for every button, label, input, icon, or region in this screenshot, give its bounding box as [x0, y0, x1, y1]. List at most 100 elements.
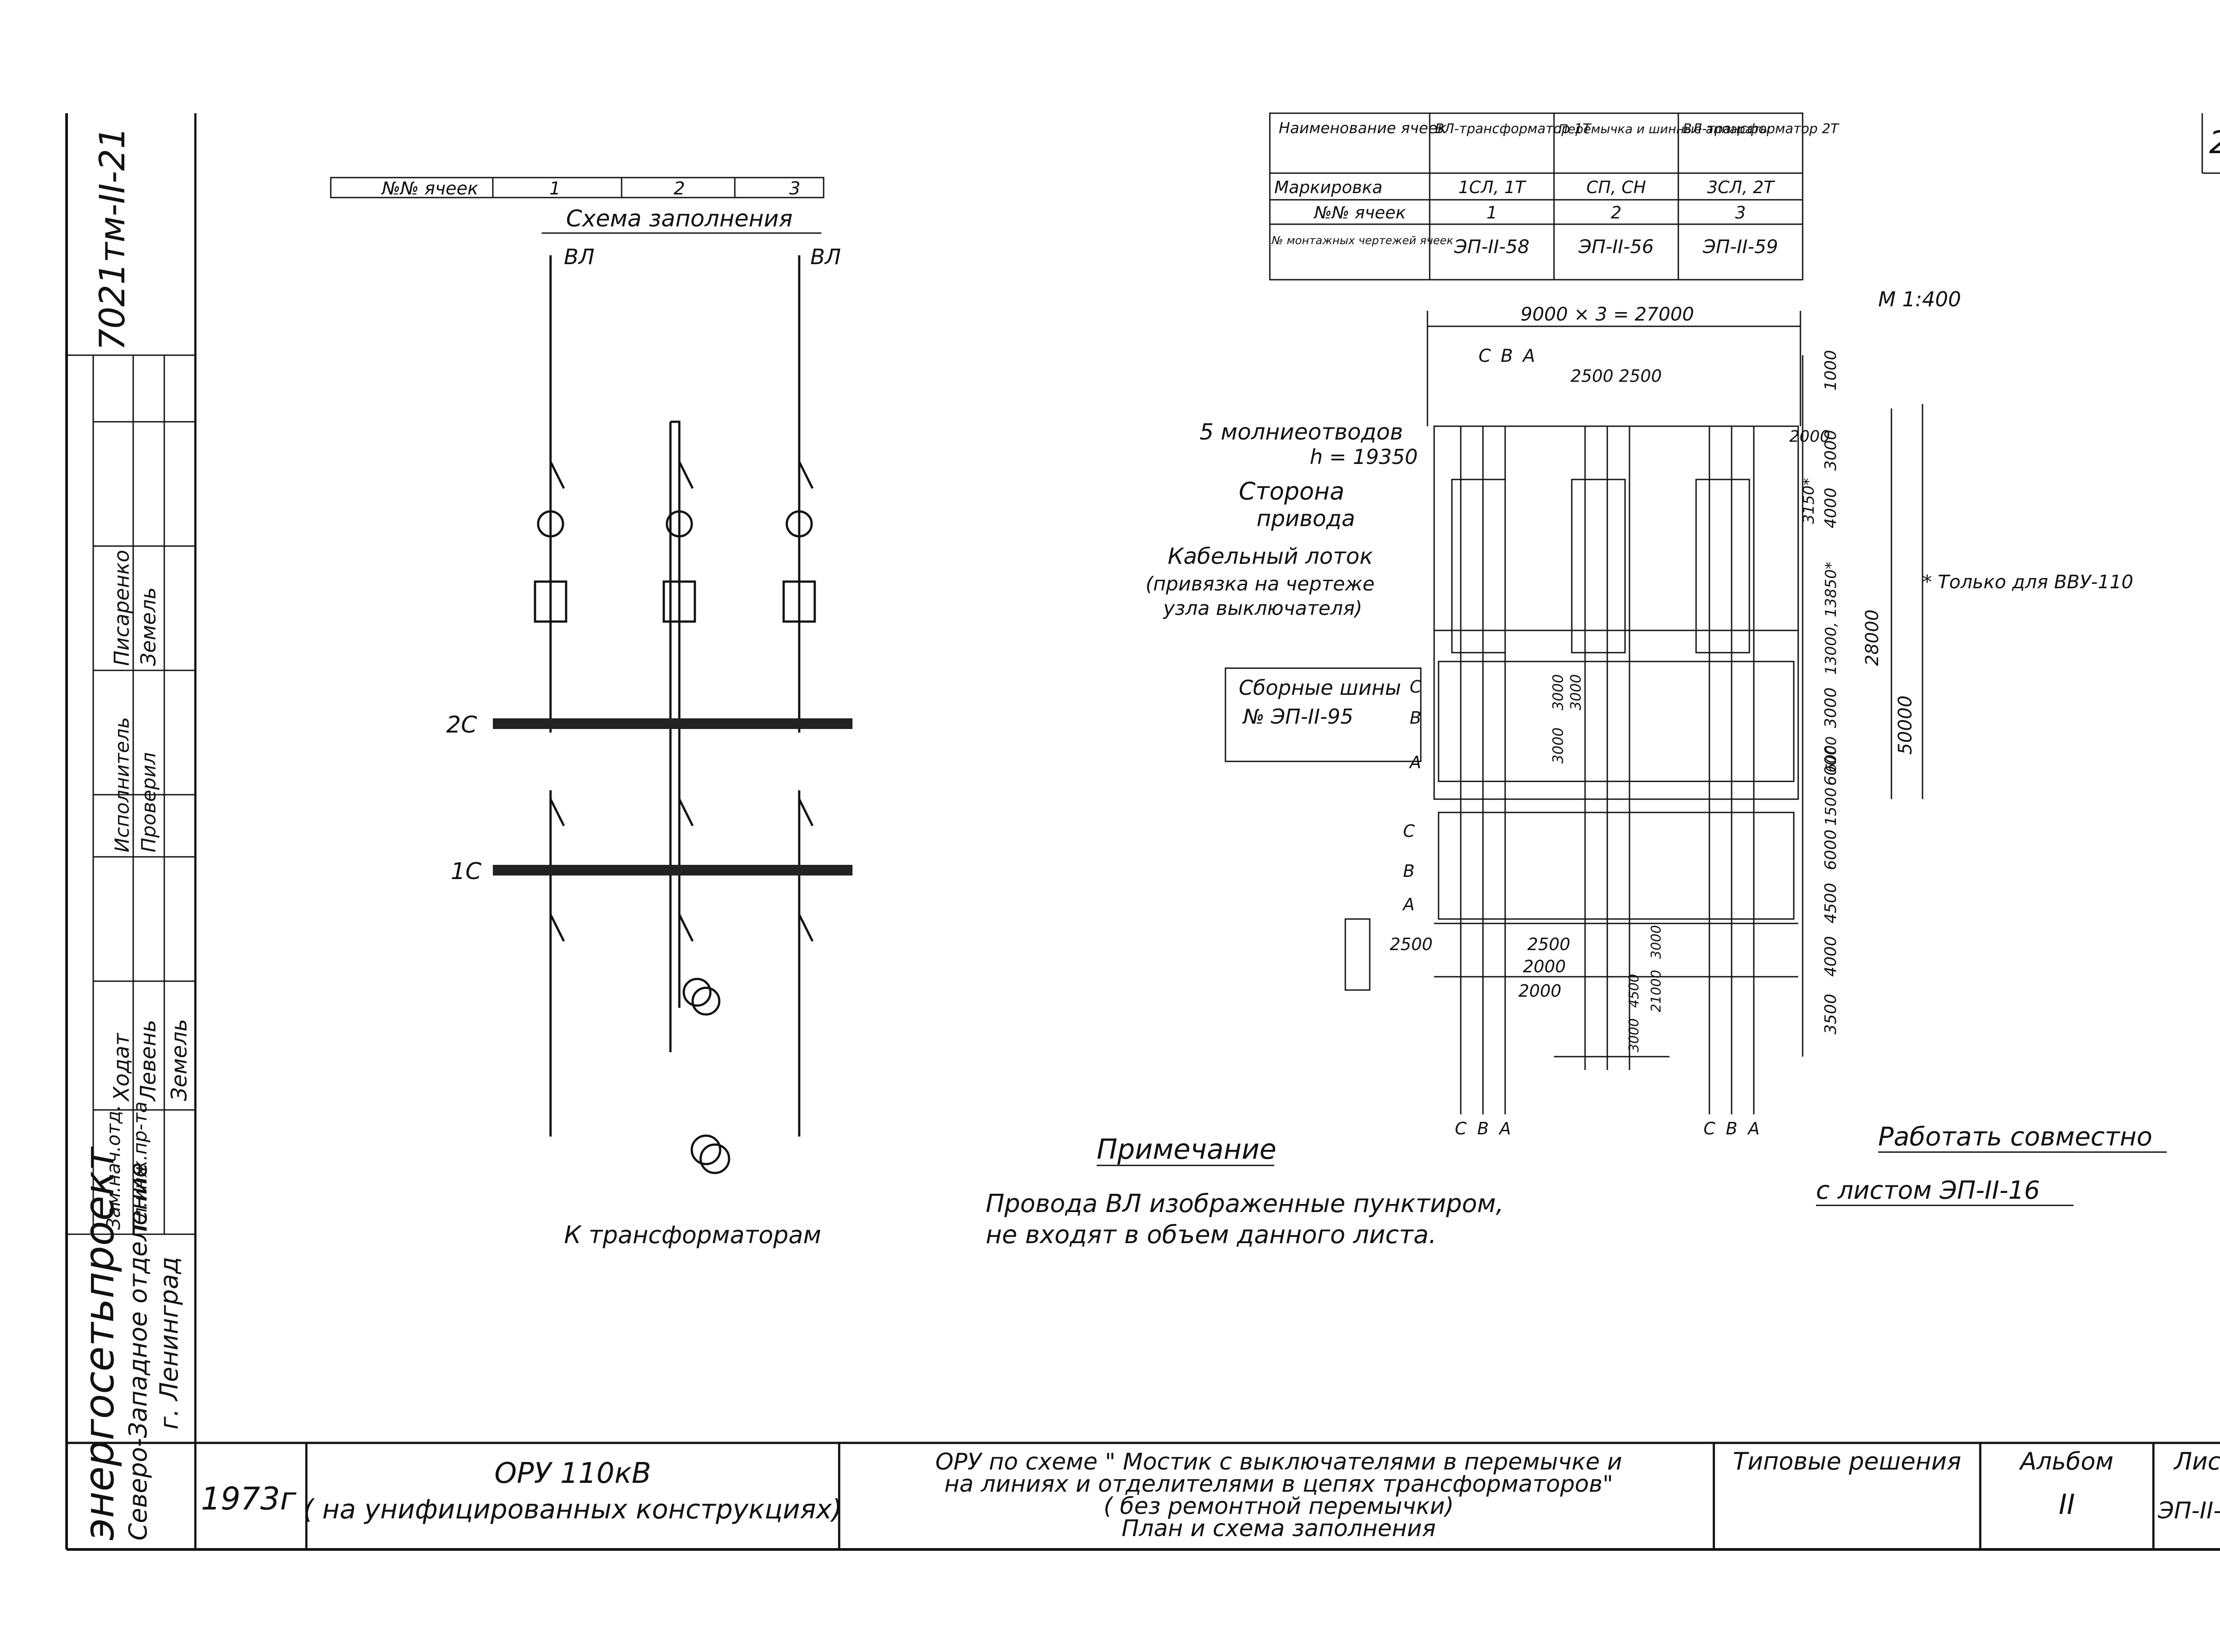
- role-label: Гл.инж.пр-та: [129, 1101, 151, 1230]
- dim-label: 1000: [1822, 350, 1840, 391]
- dim-label: 6000: [1822, 745, 1840, 786]
- role-sign: Земель: [136, 587, 160, 666]
- table-row-label: Маркировка: [1274, 178, 1383, 197]
- role-label: Зам.нач.отд.: [103, 1105, 124, 1230]
- table-row-label: №№ ячеек: [1313, 203, 1406, 222]
- line-label-left: ВЛ: [564, 245, 595, 269]
- phase-side: В: [1410, 708, 1421, 728]
- joint-line-1: Работать совместно: [1878, 1121, 2153, 1152]
- phase-bottom: С: [1704, 1119, 1716, 1138]
- note-title: Примечание: [1097, 1133, 1276, 1165]
- dim-label: 3000: [1626, 1018, 1642, 1052]
- dim-label: 2000: [1523, 957, 1566, 976]
- line-label-right: ВЛ: [810, 245, 841, 269]
- table-cell: 2: [1611, 203, 1621, 222]
- table-cell: СП, СН: [1586, 178, 1646, 197]
- dim-2500: 2500 2500: [1570, 366, 1662, 386]
- year: 1973г: [201, 1481, 297, 1517]
- dim-label: 2500: [1527, 935, 1570, 954]
- phase-bottom: А: [1498, 1119, 1511, 1138]
- role-name: Ходат: [109, 1032, 134, 1102]
- dim-label: 6000: [1822, 829, 1840, 870]
- plan-width-dim: 9000 × 3 = 27000: [1520, 303, 1694, 325]
- org-name: энергосетьпроект: [75, 1146, 123, 1541]
- dim-label: 28000: [1862, 610, 1883, 666]
- phase-side: В: [1403, 861, 1415, 881]
- desc-line: ОРУ по схеме " Мостик с выключателями в …: [936, 1449, 1622, 1475]
- dim-label: 4000: [1822, 936, 1840, 977]
- phase-side: А: [1408, 753, 1421, 772]
- dim-label: 21000: [1649, 970, 1664, 1012]
- cell-table: Наименование ячеек ВЛ-трансформатор 1Т П…: [1269, 112, 1840, 281]
- dim-label: 2500: [1390, 935, 1433, 954]
- busbar-ref-code: № ЭП-II-95: [1242, 705, 1353, 729]
- object-title: ОРУ 110кВ: [494, 1457, 651, 1490]
- phase-side: С: [1403, 821, 1415, 841]
- dim-label: 3500: [1822, 994, 1840, 1034]
- busbar-ref-label: Сборные шины: [1239, 676, 1401, 700]
- note-line-2: не входят в объем данного листа.: [986, 1220, 1437, 1249]
- dim-label: 6000: [1823, 737, 1839, 773]
- role-name: Писаренко: [110, 550, 134, 666]
- cell-number: 1: [549, 178, 560, 199]
- page-number: 21: [2209, 124, 2220, 161]
- joint-line-2: с листом ЭП-II-16: [1816, 1176, 2040, 1205]
- phases-top: А: [1522, 346, 1535, 366]
- single-line-scheme: Схема заполнения ВЛ ВЛ 2С 1С: [446, 206, 852, 1249]
- drive-side-label-2: привода: [1257, 506, 1355, 531]
- substation-plan: М 1:400 9000 × 3 = 27000 С В А 2500 2500: [1146, 287, 2133, 1138]
- sheet-value: ЭП-II-15: [2157, 1497, 2220, 1524]
- cable-tray-note: (привязка на чертеже: [1146, 573, 1375, 595]
- type-label: Типовые решения: [1733, 1447, 1961, 1475]
- org-branch: Северо-Западное отделение: [124, 1162, 153, 1541]
- role-label: Исполнитель: [111, 717, 134, 852]
- dim-label: 50000: [1894, 695, 1916, 755]
- table-header: Наименование ячеек: [1279, 119, 1447, 137]
- cell-number: 3: [789, 178, 800, 199]
- cable-tray-note-2: узла выключателя): [1162, 597, 1362, 620]
- sheet-label: Лист: [2173, 1447, 2220, 1475]
- role-sign: Земель: [167, 1019, 192, 1101]
- dim-label: 3000: [1822, 687, 1840, 728]
- dim-label: 4000: [1822, 487, 1840, 528]
- phase-bottom: В: [1726, 1119, 1737, 1138]
- dim-label: 4500: [1822, 883, 1840, 923]
- table-header: Перемычка и шинные аппараты: [1558, 122, 1770, 136]
- dim-label: 3000: [1550, 728, 1566, 764]
- role-name: Левень: [136, 1020, 161, 1102]
- desc-line: План и схема заполнения: [1122, 1515, 1436, 1542]
- lightning-label: 5 молниеотводов: [1200, 419, 1403, 445]
- cells-header-label: №№ ячеек: [381, 178, 478, 199]
- table-cell: ЭП-II-59: [1702, 236, 1778, 258]
- only-for-note: * Только для ВВУ-110: [1923, 571, 2133, 593]
- cells-header: №№ ячеек 1 2 3: [330, 177, 825, 199]
- joint-note: Работать совместно с листом ЭП-II-16: [1816, 1121, 2167, 1206]
- dim-label: 3000: [1550, 674, 1566, 710]
- lightning-height: h = 19350: [1310, 445, 1418, 469]
- org-city: г. Ленинград: [155, 1257, 184, 1430]
- table-row-label: № монтажных чертежей ячеек: [1271, 234, 1453, 247]
- album-label: Альбом: [2019, 1447, 2113, 1475]
- bus-2-label: 2С: [446, 712, 477, 738]
- table-header: ВЛ-трансформатор 1Т: [1435, 121, 1592, 137]
- scheme-title: Схема заполнения: [566, 206, 793, 232]
- dim-label: 3000: [1822, 430, 1840, 471]
- dim-label: 2000: [1518, 981, 1562, 1001]
- object-subtitle: ( на унифицированных конструкциях): [303, 1494, 842, 1525]
- phase-side: А: [1402, 895, 1415, 914]
- cell-number: 2: [674, 178, 685, 199]
- role-label: Проверил: [138, 752, 160, 852]
- album-value: II: [2059, 1488, 2075, 1521]
- desc-line: на линиях и отделителями в цепях трансфо…: [944, 1471, 1613, 1497]
- note-line-1: Провода ВЛ изображенные пунктиром,: [986, 1189, 1504, 1218]
- dim-label: 1500: [1822, 787, 1840, 826]
- cable-tray-label: Кабельный лоток: [1168, 543, 1373, 569]
- right-dimensions: 1000 2000 3000 3150* 4000 13000, 13850* …: [1789, 350, 1923, 1057]
- phase-side: С: [1410, 677, 1422, 697]
- dim-label: 2000: [1789, 428, 1830, 446]
- dim-label: 4500: [1626, 974, 1642, 1008]
- desc-line: ( без ремонтной перемычки): [1103, 1493, 1454, 1520]
- table-cell: 3СЛ, 2Т: [1707, 178, 1776, 197]
- plan-scale: М 1:400: [1878, 287, 1961, 311]
